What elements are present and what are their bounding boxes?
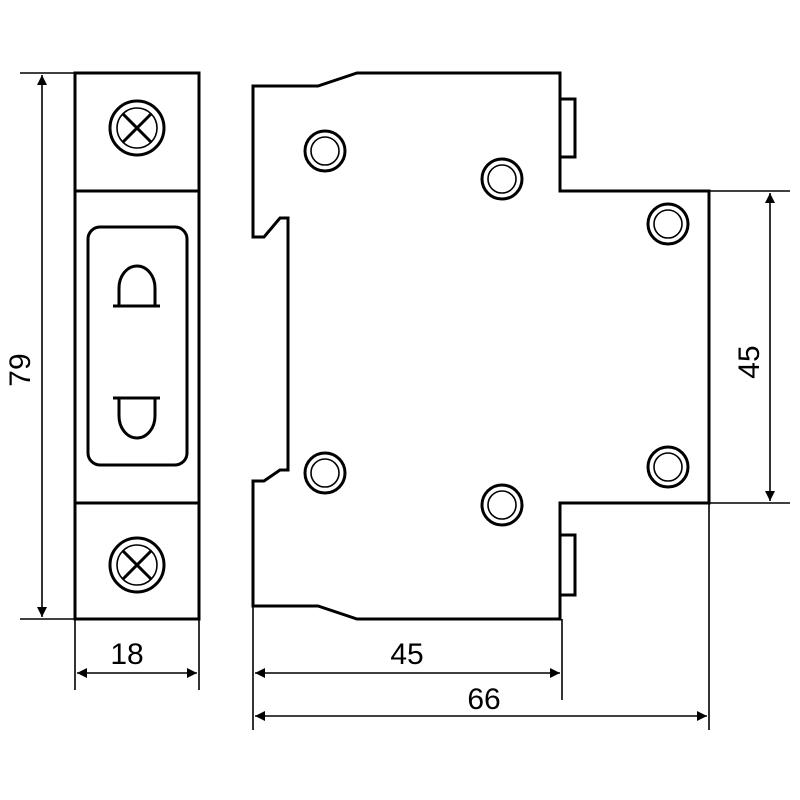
- front-height-label: 79: [4, 353, 37, 386]
- side-depth-total-dimension: 66: [255, 503, 710, 730]
- rivet-icon: [303, 129, 347, 173]
- side-depth-top-label: 45: [390, 638, 423, 671]
- front-width-dimension: 18: [74, 619, 200, 690]
- bottom-clip-tab: [558, 533, 577, 597]
- toggle-on-symbol-icon: [113, 264, 160, 308]
- bottom-terminal-screw-icon: [108, 536, 166, 594]
- toggle-off-symbol-icon: [113, 396, 160, 440]
- rivet-icon: [480, 483, 524, 527]
- front-view: [73, 71, 201, 621]
- rivet-icon: [646, 445, 690, 489]
- side-front-height-label: 45: [733, 345, 766, 378]
- side-view: [251, 71, 711, 621]
- side-depth-total-label: 66: [467, 683, 500, 716]
- front-height-dimension: 79: [4, 72, 75, 620]
- rivet-icon: [303, 451, 347, 495]
- top-terminal-screw-icon: [108, 99, 166, 157]
- side-body-outline: [251, 71, 711, 621]
- top-clip-tab: [558, 97, 577, 159]
- side-depth-top-dimension: 45: [252, 606, 563, 730]
- rivet-icon: [480, 157, 524, 201]
- side-front-height-dimension: 45: [709, 190, 790, 504]
- front-width-label: 18: [110, 638, 143, 671]
- toggle-window: [86, 225, 189, 467]
- front-body: [73, 71, 201, 621]
- rivet-icon: [646, 202, 690, 246]
